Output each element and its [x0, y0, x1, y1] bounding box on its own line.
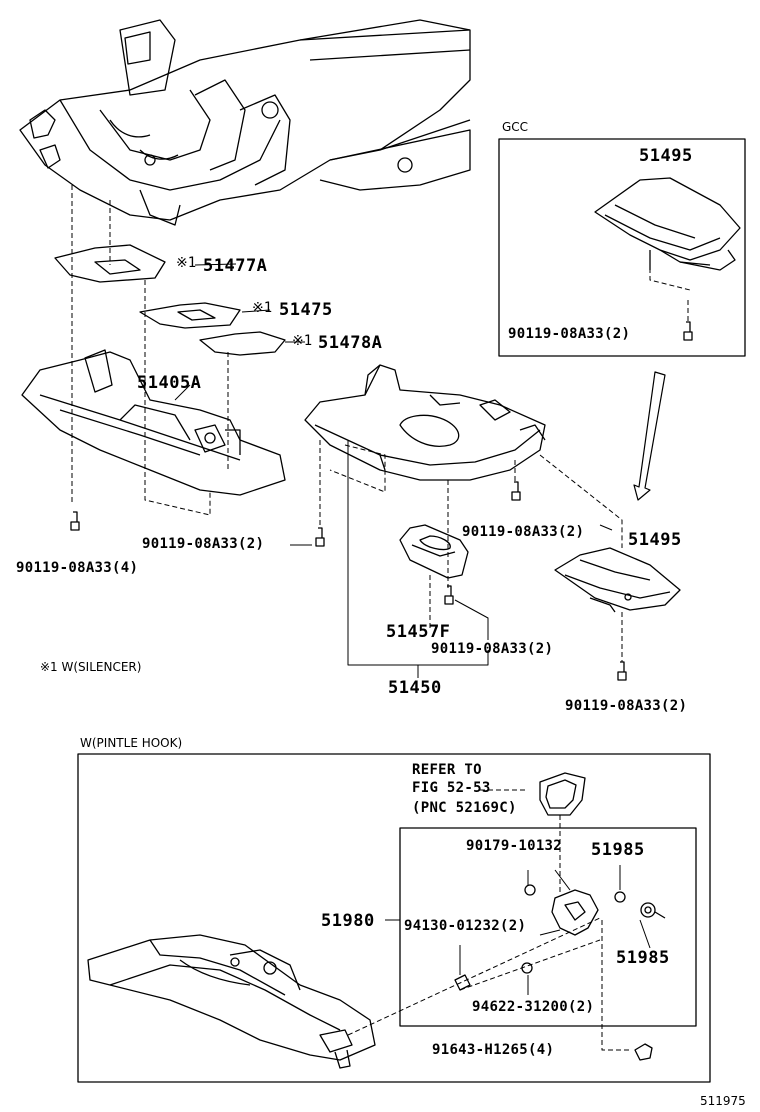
silencer-mark-2: ※1 [252, 300, 273, 316]
frame-drawing-top [19, 19, 471, 226]
part-51475-drawing [139, 302, 241, 329]
part-number-bolt-a[interactable]: 90119-08A33(2) [142, 536, 265, 552]
part-number-bolt-e[interactable]: 90119-08A33(2) [565, 698, 688, 714]
part-51495-drawing [554, 547, 681, 613]
gcc-arrow [633, 371, 666, 501]
frame-drawing-bottom [87, 934, 376, 1069]
part-number-bolt-d[interactable]: 90119-08A33(2) [431, 641, 554, 657]
part-number-51475[interactable]: 51475 [279, 300, 333, 320]
refer-fig-link[interactable]: FIG 52-53 [412, 780, 491, 796]
part-number-51495-gcc[interactable]: 51495 [639, 146, 693, 166]
gcc-variant-box [498, 138, 746, 357]
part-51457f-drawing [399, 524, 469, 579]
part-51478a-drawing [199, 331, 286, 356]
part-number-51478a[interactable]: 51478A [318, 333, 383, 353]
part-51477a-drawing [54, 244, 166, 283]
pintle-hook-label: W(PINTLE HOOK) [80, 736, 183, 750]
silencer-mark-3: ※1 [292, 333, 313, 349]
refer-to-text: REFER TO [412, 762, 482, 778]
silencer-mark-1: ※1 [176, 255, 197, 271]
pintle-hook-box [77, 753, 711, 1083]
part-number-51985-a[interactable]: 51985 [591, 840, 645, 860]
pintle-subassembly-box [399, 827, 697, 1027]
part-51450-drawing [304, 364, 546, 481]
gcc-label: GCC [502, 120, 529, 134]
figure-number: 511975 [700, 1094, 746, 1108]
part-51495-gcc-drawing [594, 177, 741, 271]
part-number-bolt-c[interactable]: 90119-08A33(2) [462, 524, 585, 540]
part-number-51457f[interactable]: 51457F [386, 622, 451, 642]
part-51405a-drawing [21, 349, 286, 496]
silencer-footnote: ※1 W(SILENCER) [40, 660, 142, 674]
part-number-94130-01232[interactable]: 94130-01232(2) [404, 918, 527, 934]
part-number-bolt-b[interactable]: 90119-08A33(4) [16, 560, 139, 576]
part-number-90179-10132[interactable]: 90179-10132 [466, 838, 563, 854]
pintle-hook-drawing [454, 884, 666, 1061]
part-number-94622-31200[interactable]: 94622-31200(2) [472, 999, 595, 1015]
part-number-51405a[interactable]: 51405A [137, 373, 202, 393]
seal-ring-drawing [539, 772, 586, 816]
part-number-51495[interactable]: 51495 [628, 530, 682, 550]
part-number-51985-b[interactable]: 51985 [616, 948, 670, 968]
part-number-51450[interactable]: 51450 [388, 678, 442, 698]
part-number-51477a[interactable]: 51477A [203, 256, 268, 276]
part-number-bolt-gcc[interactable]: 90119-08A33(2) [508, 326, 631, 342]
part-number-51980[interactable]: 51980 [321, 911, 375, 931]
part-number-91643-h1265[interactable]: 91643-H1265(4) [432, 1042, 555, 1058]
refer-pnc-text: (PNC 52169C) [412, 800, 517, 816]
